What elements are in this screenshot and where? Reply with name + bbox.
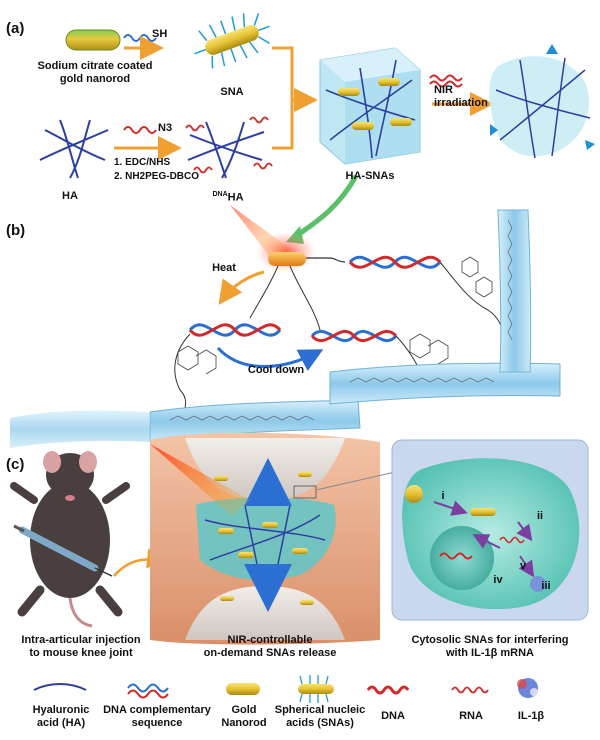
legend-il1b-icon [517, 678, 538, 698]
cell-inset [391, 439, 589, 621]
azide-dna-strand [123, 126, 157, 134]
nir-light-wave [429, 74, 463, 82]
nir-beam [150, 444, 250, 516]
ha-tube-middle [329, 362, 561, 405]
heat-arrow [218, 270, 265, 305]
sna-particle [194, 13, 270, 69]
cool-down-label: Cool down [247, 364, 305, 376]
arrow-dnaha-to-hasnas [272, 100, 294, 150]
hasnas-gel-cube [319, 47, 421, 165]
thiol-label: SH [152, 28, 168, 40]
azide-label: N3 [158, 122, 173, 134]
thiol-linker [306, 257, 346, 263]
dnaha-label: DNAHA [212, 191, 244, 204]
legend-icons [33, 675, 538, 703]
step-ii-label: ii [536, 510, 544, 522]
sna-label: SNA [220, 86, 244, 98]
heat-label: Heat [212, 262, 236, 274]
step-iv-label: iv [493, 574, 503, 586]
syringe [13, 524, 113, 577]
step-v-label: v [519, 560, 527, 572]
ha-tube-vertical [497, 209, 532, 373]
ha-label: HA [62, 190, 78, 202]
ha-network [39, 119, 109, 179]
dnaha-network [185, 116, 273, 179]
legend-rna-label: RNA [459, 710, 483, 722]
legend-il1b-label: IL-1β [517, 710, 545, 722]
ha-tube-lower [10, 399, 361, 448]
panel-a-letter: (a) [6, 20, 25, 37]
step2-label: 2. NH2PEG-DBCO [114, 171, 200, 182]
legend-sna-icon [298, 675, 334, 703]
legend-dna-icon [127, 683, 169, 699]
panel-c-letter: (c) [6, 456, 25, 473]
green-arrow-zoom [294, 174, 359, 239]
panel-b-letter: (b) [6, 222, 26, 239]
legend-dna-label: DNA [381, 710, 405, 722]
chemical-linkers [177, 256, 493, 375]
step-iii-label: iii [541, 580, 551, 592]
bare-gold-nanorod [65, 29, 121, 51]
legend-gold-nanorod-icon [226, 683, 260, 695]
dsdna-middle [310, 329, 398, 343]
arrow-sna-to-hasnas [272, 46, 318, 112]
step1-label: 1. EDC/NHS [114, 157, 171, 168]
legend-dna-strand-icon [366, 685, 410, 695]
legend-ha-icon [33, 683, 87, 691]
zoom-line [315, 469, 405, 491]
heated-nanorod [268, 252, 306, 266]
legend-rna-icon [451, 686, 489, 694]
dsdna-left [188, 323, 282, 337]
step-i-label: i [441, 490, 445, 502]
cool-arrow [216, 346, 324, 371]
hasnas-label: HA-SNAs [345, 170, 395, 182]
dsdna-right [348, 255, 442, 269]
released-gel [489, 44, 595, 159]
